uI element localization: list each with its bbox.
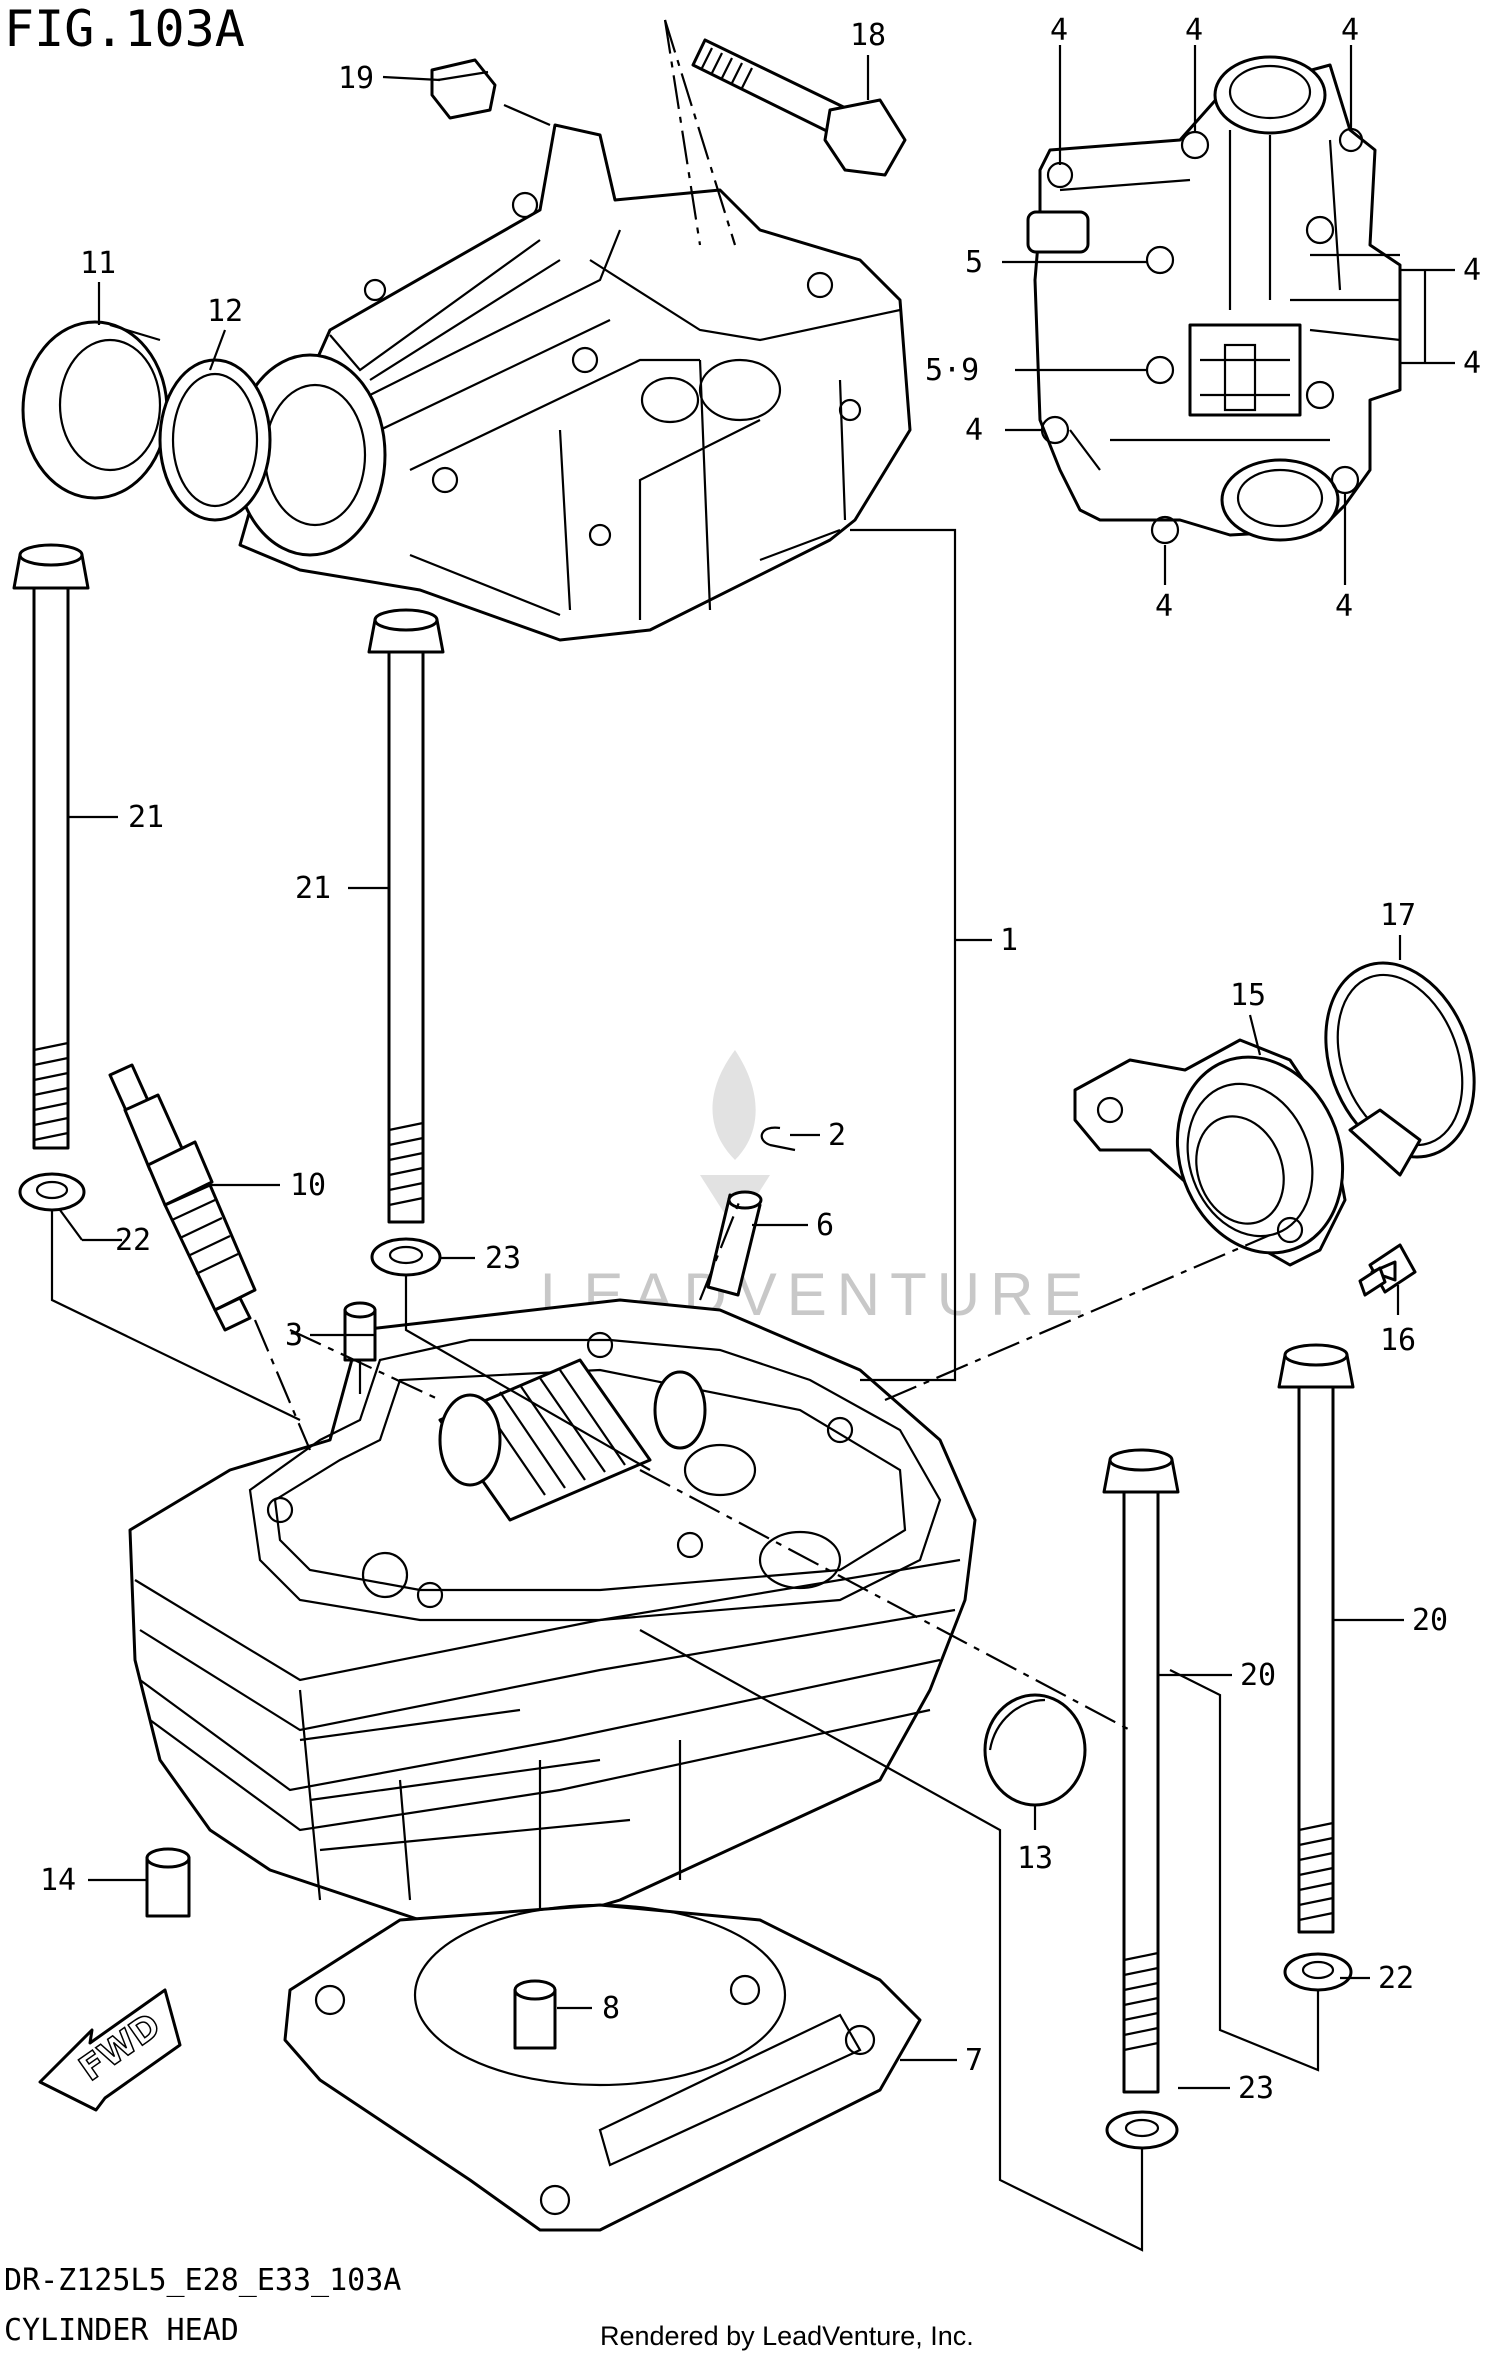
- diagram-name: CYLINDER HEAD: [4, 2313, 239, 2348]
- part-7-gasket: [283, 1903, 922, 2232]
- credit-line: Rendered by LeadVenture, Inc.: [600, 2321, 974, 2351]
- part-23-washer-right: [1105, 2110, 1179, 2150]
- part-15-intake-pipe: [1073, 1038, 1347, 1267]
- callout-10: 10: [290, 1168, 326, 1203]
- part-22-washer-right: [1283, 1952, 1353, 1992]
- part-21-bolt-left: [12, 543, 90, 1150]
- head-cover: [238, 123, 912, 642]
- alignment-lines: [253, 19, 1271, 1731]
- part-16-screw: [1358, 1243, 1417, 1297]
- callout-12: 12: [207, 294, 243, 329]
- callout-5-9: 5·9: [925, 353, 979, 388]
- callout-labels: 19 18 11 12 4 4 4 4 4 4 4 4 5 5·9 1 21 2…: [40, 13, 1481, 2106]
- cylinder-head: [128, 1298, 977, 1932]
- part-23-washer-left: [370, 1237, 442, 1277]
- callout-18: 18: [850, 18, 886, 53]
- callout-4-g: 4: [1155, 589, 1173, 624]
- part-3-dowel: [343, 1301, 377, 1362]
- callout-23-a: 23: [485, 1241, 521, 1276]
- callout-2: 2: [828, 1118, 846, 1153]
- callout-22-b: 22: [1378, 1961, 1414, 1996]
- part-20-bolt-center: [1102, 1448, 1180, 2094]
- callout-8: 8: [602, 1991, 620, 2026]
- callout-6: 6: [816, 1208, 834, 1243]
- part-21-bolt-center: [367, 608, 445, 1224]
- callout-4-f: 4: [965, 413, 983, 448]
- callout-21-a: 21: [128, 800, 164, 835]
- callout-4-d: 4: [1463, 253, 1481, 288]
- fwd-arrow-icon: FWD: [38, 1988, 182, 2112]
- callout-22-a: 22: [115, 1223, 151, 1258]
- callout-14: 14: [40, 1863, 76, 1898]
- callout-20-b: 20: [1412, 1603, 1448, 1638]
- callout-1: 1: [1000, 923, 1018, 958]
- leadventure-flame-logo-icon: [700, 1050, 770, 1230]
- callout-3: 3: [285, 1318, 303, 1353]
- watermark: LEADVENTURE: [540, 1050, 1083, 1328]
- part-18-bolt: [691, 38, 907, 177]
- callout-7: 7: [965, 2043, 983, 2078]
- part-11-cap: [21, 320, 169, 500]
- callout-4-h: 4: [1335, 589, 1353, 624]
- callout-23-b: 23: [1238, 2071, 1274, 2106]
- callout-16: 16: [1380, 1323, 1416, 1358]
- callout-4-c: 4: [1341, 13, 1359, 48]
- part-10-spark-plug: [108, 1063, 257, 1332]
- part-22-washer-left: [18, 1172, 86, 1212]
- callout-17: 17: [1380, 898, 1416, 933]
- callout-4-a: 4: [1050, 13, 1068, 48]
- callout-20-a: 20: [1240, 1658, 1276, 1693]
- part-17-clamp: [1324, 961, 1476, 1177]
- callout-21-b: 21: [295, 871, 331, 906]
- valve-cover: [1026, 55, 1402, 545]
- part-14-dowel: [145, 1847, 191, 1918]
- callout-19: 19: [338, 61, 374, 96]
- callout-15: 15: [1230, 978, 1266, 1013]
- callout-4-e: 4: [1463, 346, 1481, 381]
- model-code: DR-Z125L5_E28_E33_103A: [4, 2263, 401, 2298]
- leader-lines: [50, 45, 1455, 2252]
- part-8-dowel: [513, 1979, 557, 2050]
- part-13-plug: [983, 1693, 1087, 1807]
- figure-title: FIG.103A: [4, 0, 245, 58]
- callout-13: 13: [1017, 1841, 1053, 1876]
- callout-5: 5: [965, 245, 983, 280]
- part-19-bolt-cap: [430, 58, 497, 120]
- callout-4-b: 4: [1185, 13, 1203, 48]
- callout-11: 11: [80, 246, 116, 281]
- part-20-bolt-right: [1277, 1343, 1355, 1934]
- part-12-o-ring: [158, 358, 272, 522]
- part-6-valve-guide: [706, 1190, 763, 1297]
- part-2-clip: [760, 1126, 796, 1152]
